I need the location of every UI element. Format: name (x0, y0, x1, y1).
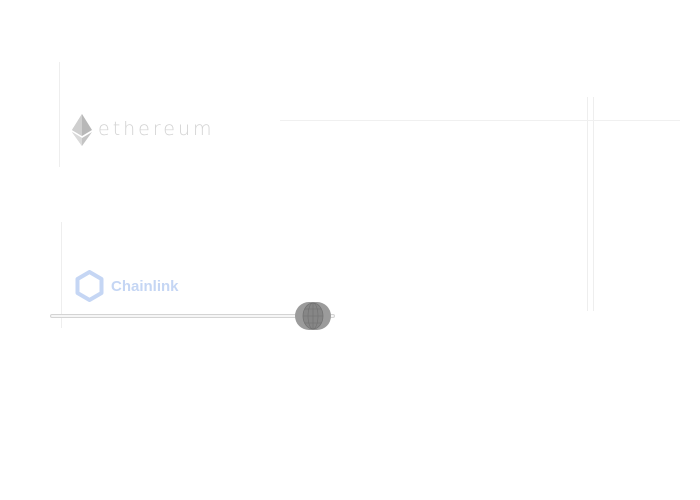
chainlink-wordmark: Chainlink (111, 277, 179, 295)
divider-chainlink-left (61, 222, 62, 328)
divider-top (280, 120, 680, 121)
divider-right-outer (587, 97, 588, 311)
chainlink-hexagon-icon (75, 270, 104, 302)
slider-track[interactable] (50, 314, 335, 318)
ethereum-wordmark: ethereum (98, 118, 215, 140)
ethereum-diamond-icon (72, 114, 92, 146)
divider-ethereum-left (59, 62, 60, 167)
ethereum-logo: ethereum (72, 114, 215, 146)
globe-icon (295, 302, 331, 330)
chainlink-logo: Chainlink (75, 270, 179, 302)
slider-thumb[interactable] (295, 302, 331, 330)
divider-right-inner (593, 97, 594, 311)
